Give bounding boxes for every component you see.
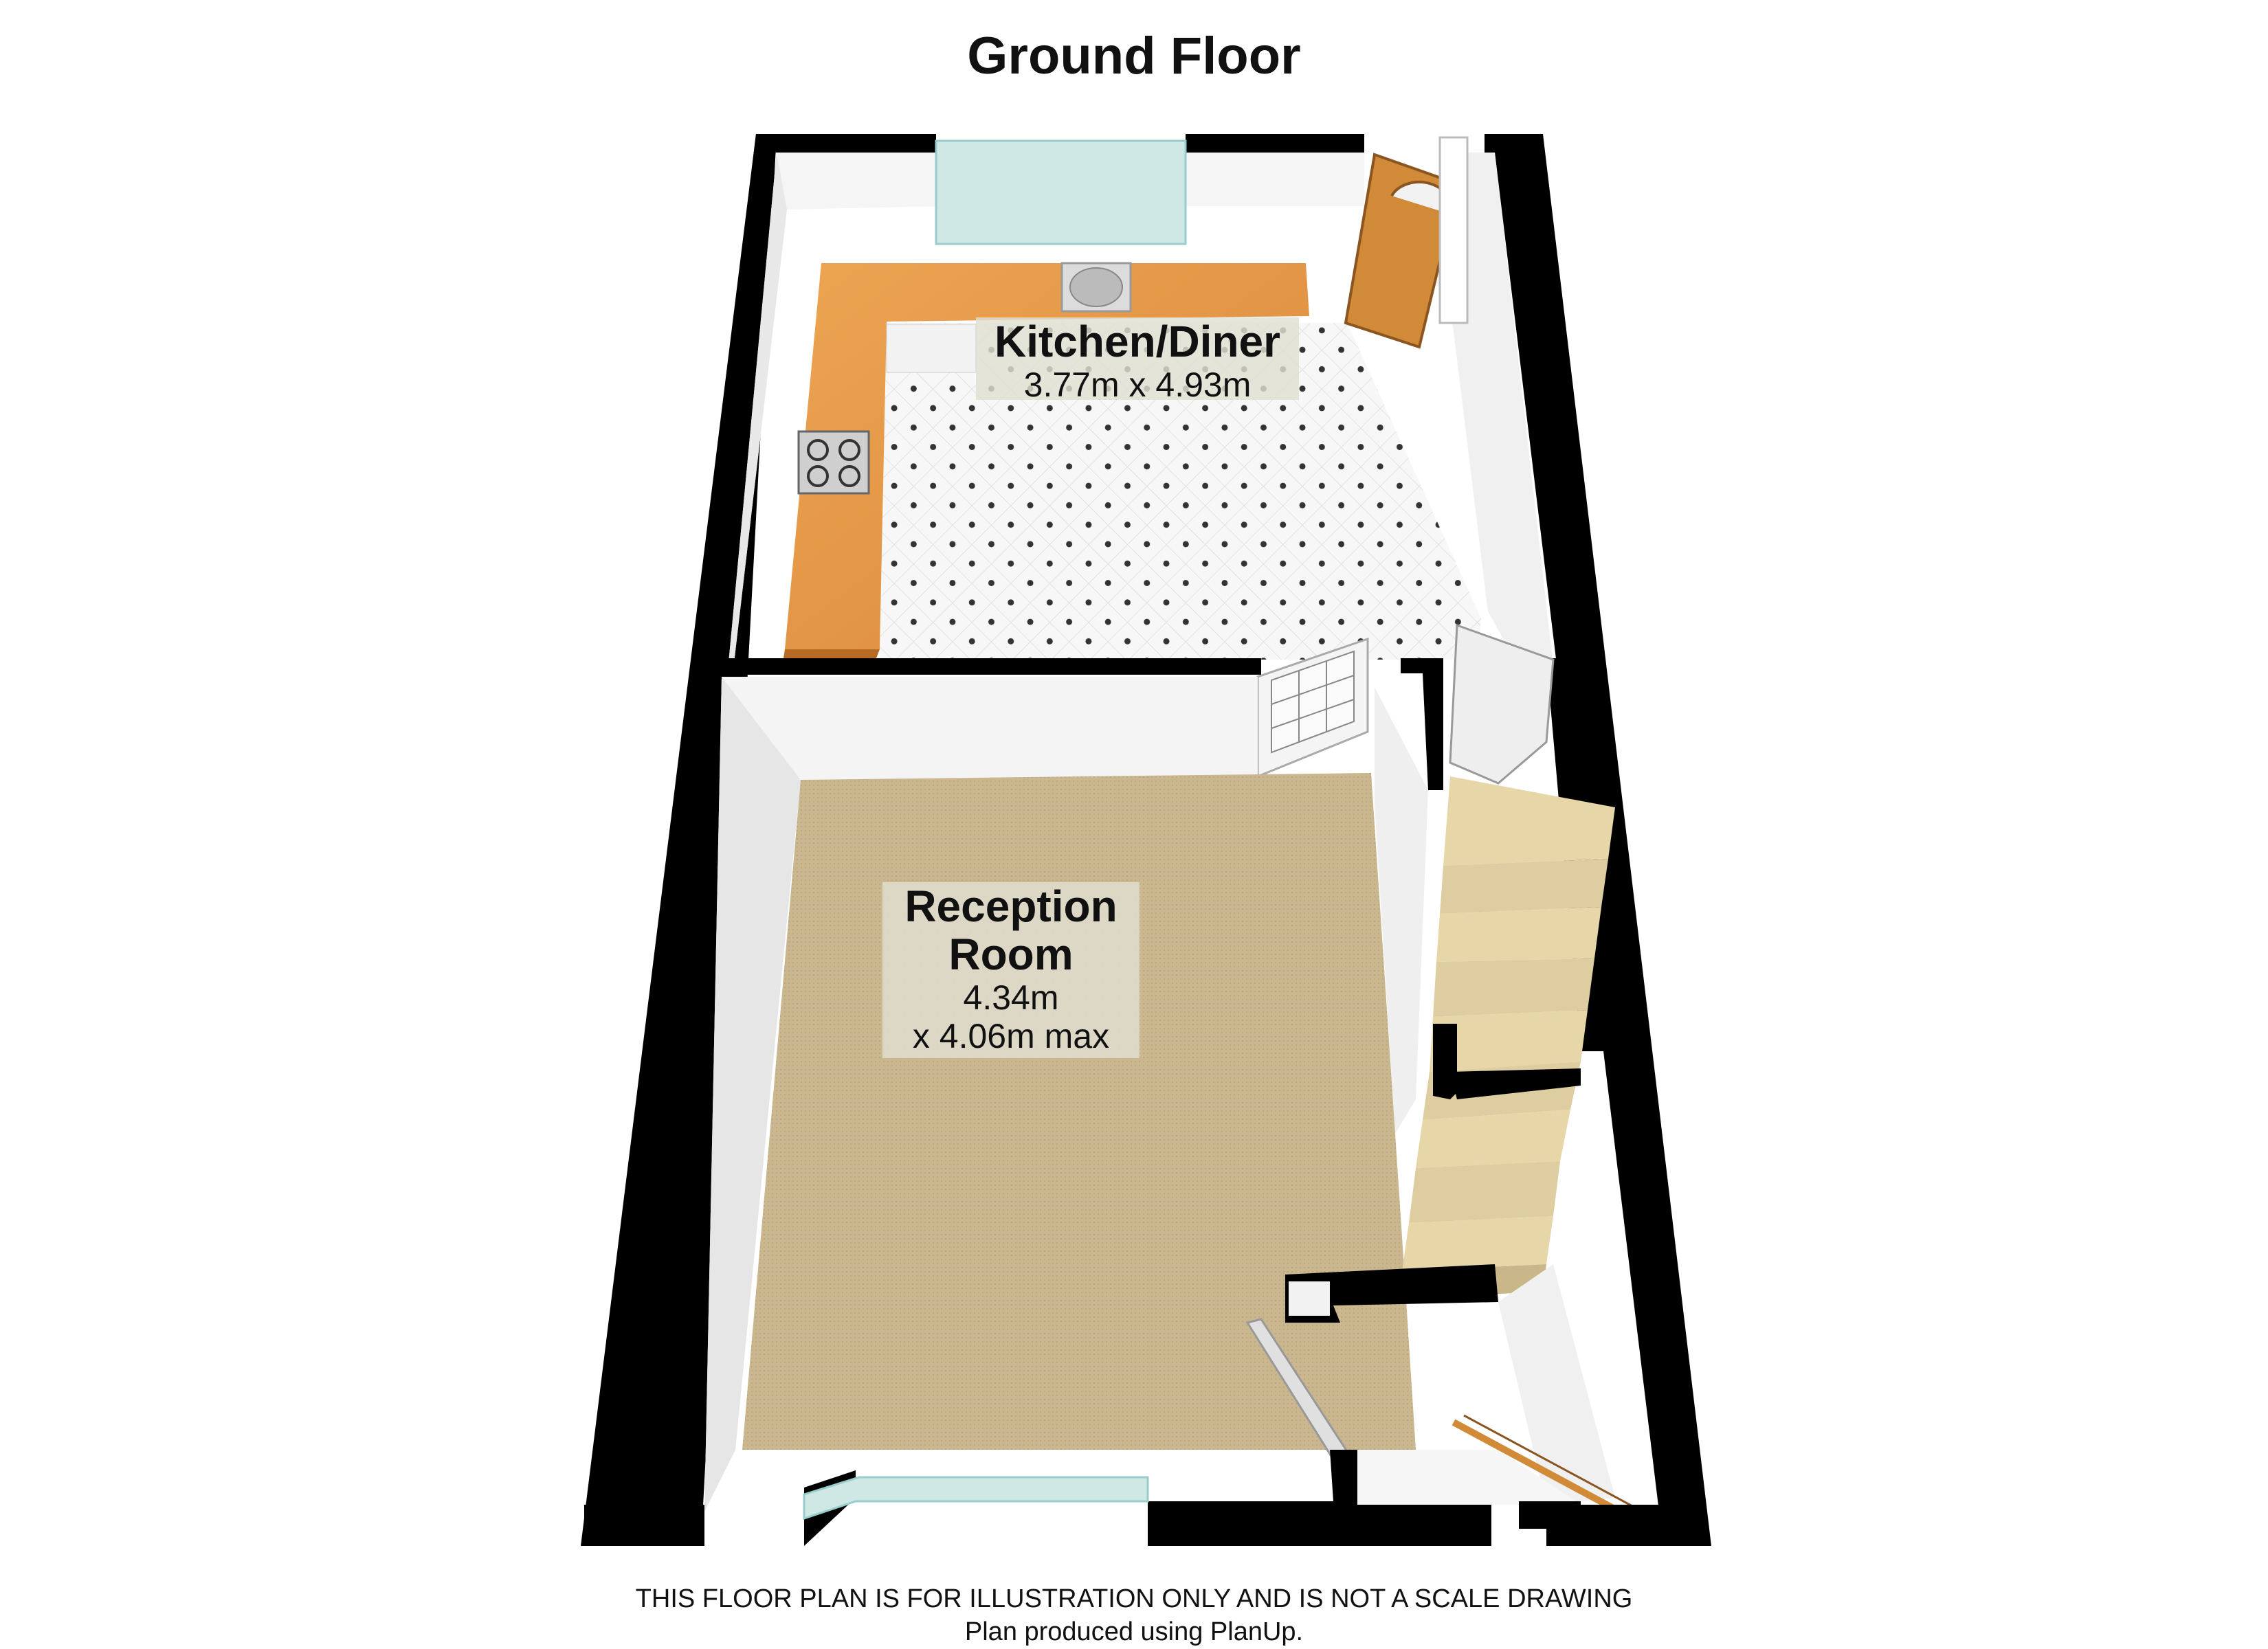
kitchen-name: Kitchen/Diner [994, 317, 1281, 366]
kitchen-worktop [783, 263, 1309, 658]
hall-door [1245, 1318, 1581, 1505]
stair-boxing [1285, 1264, 1615, 1505]
staircase-icon [1399, 776, 1615, 1299]
internal-door-icon [1449, 623, 1555, 785]
hob-icon [797, 430, 870, 495]
handrail-icon [1452, 1414, 1643, 1522]
reception-size-line2: x 4.06m max [912, 1017, 1110, 1055]
reception-wall-faces [704, 677, 1428, 1512]
disclaimer-text: THIS FLOOR PLAN IS FOR ILLUSTRATION ONLY… [635, 1584, 1633, 1613]
kitchen-size: 3.77m x 4.93m [1023, 366, 1252, 404]
reception-size-line1: 4.34m [963, 978, 1059, 1017]
window-icon [803, 1476, 1149, 1521]
reception-carpet [742, 773, 1416, 1450]
reception-name-line2: Room [948, 930, 1074, 979]
kitchen-floor [880, 323, 1481, 660]
kitchen-label: Kitchen/Diner 3.77m x 4.93m [976, 317, 1299, 404]
window-icon [935, 139, 1187, 245]
front-door-icon [1344, 136, 1469, 349]
reception-label: Reception Room 4.34m x 4.06m max [882, 882, 1139, 1058]
plan-title: Ground Floor [967, 27, 1301, 85]
credit-text: Plan produced using PlanUp. [964, 1617, 1304, 1646]
reception-name-line1: Reception [904, 882, 1118, 931]
sink-icon [1060, 262, 1132, 313]
kitchen-wall-faces [729, 153, 1553, 666]
